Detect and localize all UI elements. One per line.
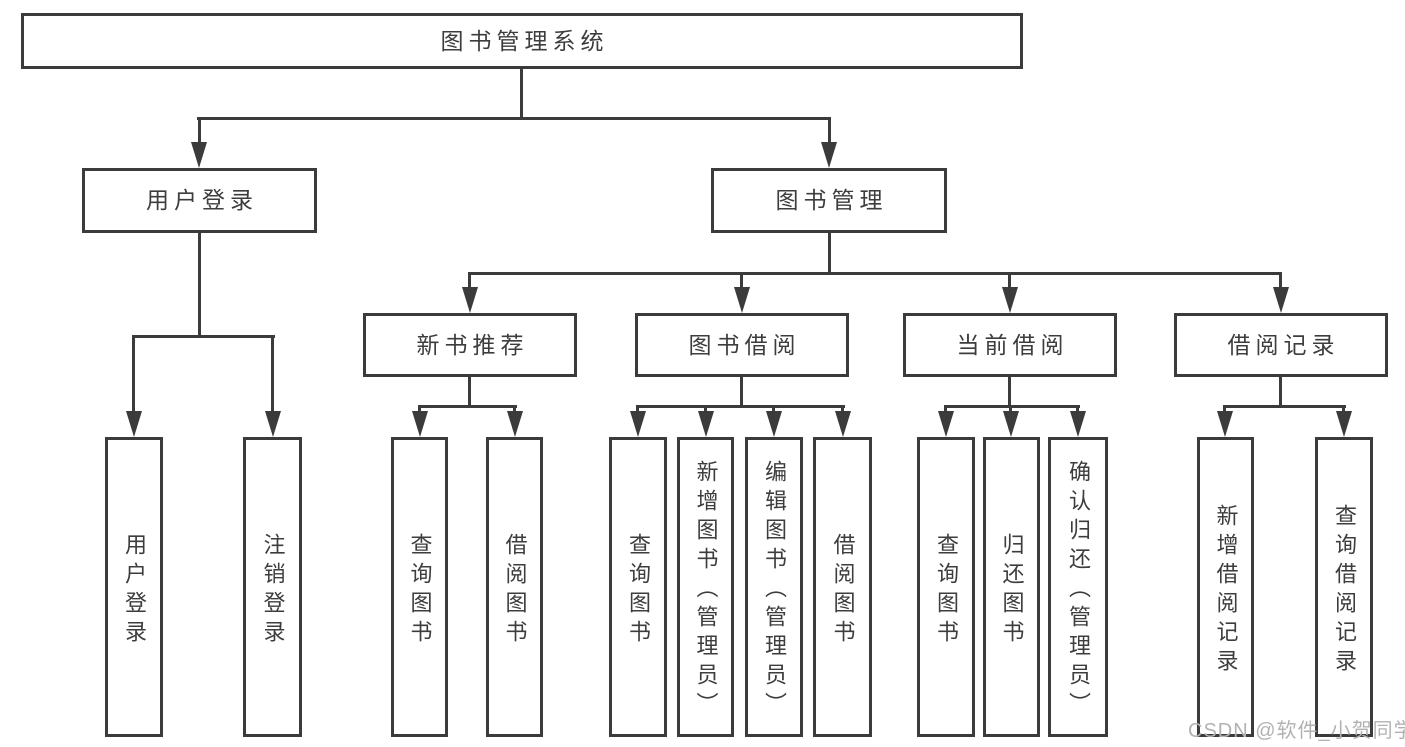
node-book-management: 图书管理	[711, 168, 947, 233]
csdn-watermark: CSDN @软件_小贺同学	[1188, 720, 1405, 742]
arrowhead-rec-child1-icon	[412, 411, 428, 437]
node-borrow-books-recommend: 借阅图书	[486, 437, 543, 737]
node-query-books-borrow-label: 查询图书	[626, 532, 651, 649]
node-add-borrow-record-label: 新增借阅记录	[1213, 503, 1239, 678]
node-query-books-borrow: 查询图书	[609, 437, 667, 737]
connector-current-stem	[1008, 376, 1011, 407]
connector-borrow-rail	[636, 405, 845, 408]
arrowhead-current-icon	[1002, 287, 1018, 313]
node-library-system: 图书管理系统	[21, 13, 1023, 69]
node-return-books-label: 归还图书	[999, 532, 1025, 649]
connector-recommend-rail	[418, 405, 517, 408]
connector-recommend-drop	[468, 272, 471, 289]
node-user-login: 用户登录	[82, 168, 317, 233]
connector-userlogin-drop	[198, 117, 201, 144]
connector-userlogin-stem	[198, 233, 201, 336]
node-user-login-action-label: 用户登录	[122, 532, 147, 649]
arrowhead-logout-icon	[265, 411, 281, 437]
node-book-borrow-label: 图书借阅	[688, 331, 801, 358]
arrowhead-recommend-icon	[462, 287, 478, 313]
connector-recommend-stem	[468, 376, 471, 407]
arrowhead-rec-child2-icon	[507, 411, 523, 437]
arrowhead-bor-child2-icon	[698, 411, 714, 437]
arrowhead-bor-child4-icon	[835, 411, 851, 437]
connector-userlogin-rail	[132, 335, 275, 338]
connector-cur-child3-drop	[1076, 405, 1079, 413]
node-query-books-recommend: 查询图书	[391, 437, 448, 737]
connector-rcd-child2-drop	[1342, 405, 1345, 413]
connector-bookmgmt-stem	[828, 233, 831, 273]
arrowhead-bor-child3-icon	[766, 411, 782, 437]
connector-rec-child2-drop	[513, 405, 516, 413]
arrowhead-rcd-child2-icon	[1336, 411, 1352, 437]
node-book-management-label: 图书管理	[775, 187, 888, 213]
connector-bor-child3-drop	[772, 405, 775, 413]
node-confirm-return-admin: 确认归还（管理员）	[1048, 437, 1108, 737]
node-query-books-recommend-label: 查询图书	[407, 532, 433, 649]
arrowhead-login-icon	[126, 411, 142, 437]
node-logout-action: 注销登录	[243, 437, 302, 737]
node-user-login-label: 用户登录	[146, 187, 258, 213]
node-query-books-current: 查询图书	[917, 437, 975, 737]
node-new-book-recommend-label: 新书推荐	[416, 331, 529, 358]
connector-bor-child1-drop	[636, 405, 639, 413]
node-current-borrow-label: 当前借阅	[956, 331, 1069, 358]
node-current-borrow: 当前借阅	[903, 313, 1117, 377]
connector-current-drop	[1008, 272, 1011, 289]
connector-rcd-child1-drop	[1223, 405, 1226, 413]
connector-bookmgmt-drop	[828, 117, 831, 144]
node-new-book-recommend: 新书推荐	[363, 313, 577, 377]
node-edit-books-admin-label: 编辑图书（管理员）	[762, 460, 787, 721]
node-add-books-admin: 新增图书（管理员）	[677, 437, 734, 737]
node-book-borrow: 图书借阅	[635, 313, 849, 377]
node-return-books: 归还图书	[983, 437, 1040, 737]
arrowhead-cur-child3-icon	[1070, 411, 1086, 437]
node-query-books-current-label: 查询图书	[934, 532, 959, 649]
node-query-borrow-record-label: 查询借阅记录	[1332, 503, 1357, 678]
node-borrow-records-label: 借阅记录	[1227, 331, 1340, 358]
connector-bor-child4-drop	[841, 405, 844, 413]
arrowhead-cur-child2-icon	[1003, 411, 1019, 437]
connector-borrow-stem	[740, 376, 743, 407]
connector-bor-child2-drop	[704, 405, 707, 413]
arrowhead-bor-child1-icon	[630, 411, 646, 437]
node-query-borrow-record: 查询借阅记录	[1315, 437, 1373, 737]
arrowhead-bookmgmt-icon	[821, 142, 837, 168]
connector-records-drop	[1279, 272, 1282, 289]
node-borrow-books-borrow-label: 借阅图书	[830, 532, 856, 649]
node-library-system-label: 图书管理系统	[440, 27, 609, 54]
arrowhead-borrow-icon	[734, 287, 750, 313]
connector-root-stem	[520, 69, 523, 118]
node-borrow-records: 借阅记录	[1174, 313, 1388, 377]
node-add-borrow-record: 新增借阅记录	[1197, 437, 1254, 737]
connector-login-drop	[132, 335, 135, 413]
arrowhead-userlogin-icon	[191, 142, 207, 168]
node-add-books-admin-label: 新增图书（管理员）	[693, 460, 719, 721]
node-borrow-books-borrow: 借阅图书	[813, 437, 872, 737]
connector-level2-rail	[197, 117, 831, 120]
node-user-login-action: 用户登录	[105, 437, 163, 737]
node-edit-books-admin: 编辑图书（管理员）	[745, 437, 803, 737]
connector-records-stem	[1279, 376, 1282, 407]
connector-level3-rail	[468, 272, 1282, 275]
connector-logout-drop	[271, 335, 274, 413]
connector-records-rail	[1223, 405, 1346, 408]
arrowhead-records-icon	[1273, 287, 1289, 313]
connector-current-rail	[944, 405, 1080, 408]
connector-borrow-drop	[740, 272, 743, 289]
arrowhead-cur-child1-icon	[938, 411, 954, 437]
node-confirm-return-admin-label: 确认归还（管理员）	[1066, 460, 1091, 721]
arrowhead-rcd-child1-icon	[1217, 411, 1233, 437]
connector-cur-child2-drop	[1009, 405, 1012, 413]
connector-cur-child1-drop	[944, 405, 947, 413]
connector-rec-child1-drop	[418, 405, 421, 413]
node-borrow-books-recommend-label: 借阅图书	[502, 532, 528, 649]
node-logout-action-label: 注销登录	[260, 532, 286, 649]
